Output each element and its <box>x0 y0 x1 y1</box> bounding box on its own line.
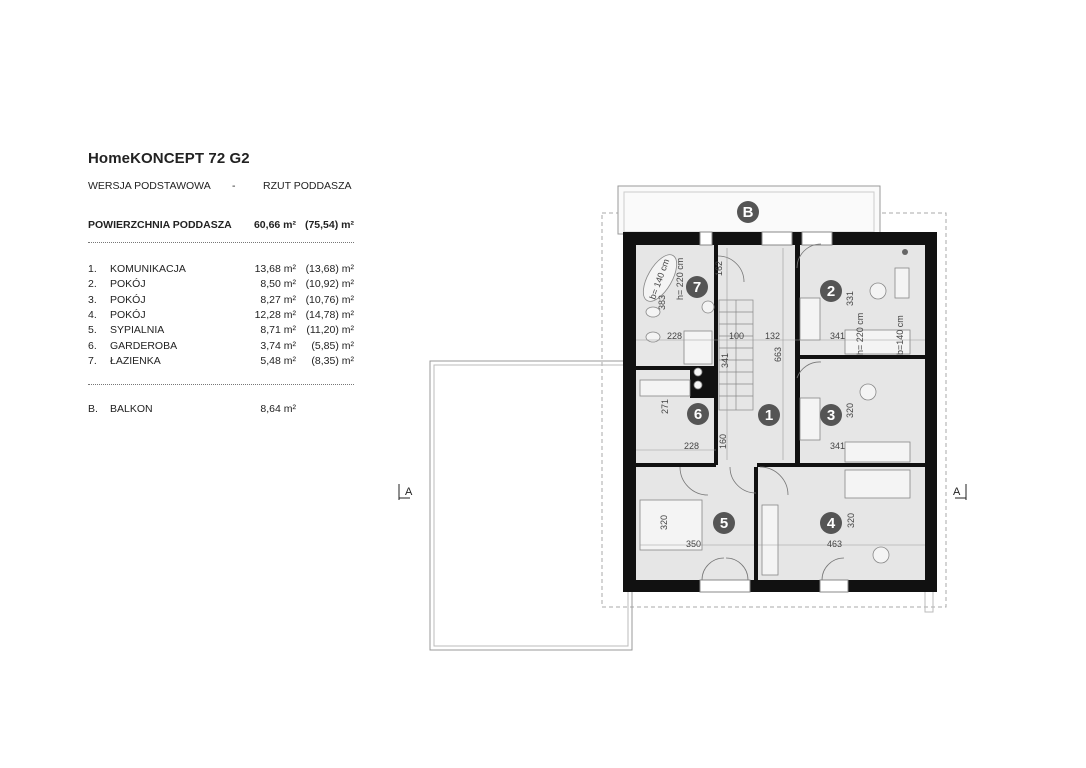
room-num: 2. <box>88 278 97 291</box>
version-label: WERSJA PODSTAWOWA <box>88 180 211 192</box>
dim-label: 383 <box>657 295 667 310</box>
room-area: 3,74 m² <box>260 339 296 352</box>
room-name: KOMUNIKACJA <box>110 263 186 275</box>
svg-text:7: 7 <box>693 279 701 296</box>
ground-outline-inner <box>433 364 629 647</box>
section-marker-left: A <box>398 484 413 500</box>
room-row: 5. SYPIALNIA 8,71 m² (11,20) m² <box>88 324 354 339</box>
room-name: POKÓJ <box>110 293 146 306</box>
room-marker-6: 6 <box>687 403 709 425</box>
doors <box>679 243 845 581</box>
dim-label: 350 <box>686 539 701 549</box>
room-area: 13,68 m² <box>254 263 296 275</box>
total-area-row: POWIERZCHNIA PODDASZA 60,66 m² (75,54) m… <box>88 219 354 234</box>
dimension-lines <box>636 248 925 546</box>
header-separator: - <box>232 180 236 192</box>
room-marker-7: 7 <box>686 276 708 298</box>
room-area-total: (11,20) m² <box>306 324 354 337</box>
room-area-total: (10,92) m² <box>305 278 354 291</box>
svg-text:A: A <box>953 486 961 498</box>
svg-text:1: 1 <box>765 407 773 424</box>
balcony-name: BALKON <box>110 403 153 415</box>
total-label: POWIERZCHNIA PODDASZA <box>88 219 232 231</box>
room-name: ŁAZIENKA <box>110 354 161 367</box>
dim-label: 341 <box>830 441 845 451</box>
dim-label: b=140 cm <box>895 315 905 355</box>
room-num: 6. <box>88 339 97 352</box>
section-marker-right: A <box>953 484 967 500</box>
dim-label: 341 <box>830 331 845 341</box>
svg-text:2: 2 <box>827 283 835 300</box>
room-markers: 1 2 3 4 5 6 7 B <box>686 201 842 534</box>
dim-label: 320 <box>846 513 856 528</box>
room-num: 5. <box>88 324 97 337</box>
room-row: 6. GARDEROBA 3,74 m² (5,85) m² <box>88 340 354 355</box>
dim-label: h= 220 cm <box>855 313 865 355</box>
room-area-total: (5,85) m² <box>311 339 354 352</box>
furniture <box>639 254 911 576</box>
divider <box>88 384 354 385</box>
divider <box>88 242 354 243</box>
room-area-total: (8,35) m² <box>311 354 354 367</box>
room-row: 1. KOMUNIKACJA 13,68 m² (13,68) m² <box>88 263 354 278</box>
room-num: 7. <box>88 354 97 367</box>
dim-label: 160 <box>718 434 728 449</box>
room-name: SYPIALNIA <box>110 324 165 337</box>
windows <box>699 231 849 593</box>
balcony-num: B. <box>88 403 98 415</box>
dim-label: 132 <box>765 331 780 341</box>
svg-text:3: 3 <box>827 407 835 424</box>
room-area: 12,28 m² <box>254 308 296 321</box>
room-marker-2: 2 <box>820 280 842 302</box>
dim-label: 463 <box>827 539 842 549</box>
room-num: 4. <box>88 308 97 321</box>
room-name: POKÓJ <box>110 308 146 321</box>
room-name: POKÓJ <box>110 278 146 291</box>
total-area: 60,66 m² <box>253 219 296 231</box>
dim-label: 162 <box>714 261 724 276</box>
room-row: 3. POKÓJ 8,27 m² (10,76) m² <box>88 294 354 309</box>
balcony-row: B. BALKON 8,64 m² <box>88 403 354 418</box>
room-row: 2. POKÓJ 8,50 m² (10,92) m² <box>88 278 354 293</box>
room-area-total: (10,76) m² <box>305 293 354 306</box>
dim-label: 663 <box>773 347 783 362</box>
room-marker-5: 5 <box>713 512 735 534</box>
svg-text:B: B <box>743 204 754 221</box>
room-area: 8,50 m² <box>260 278 296 291</box>
svg-text:A: A <box>405 486 413 498</box>
view-label: RZUT PODDASZA <box>263 180 352 192</box>
room-num: 1. <box>88 263 97 275</box>
dim-label: 320 <box>659 515 669 530</box>
room-area: 8,27 m² <box>260 293 296 306</box>
room-row: 7. ŁAZIENKA 5,48 m² (8,35) m² <box>88 355 354 370</box>
room-marker-3: 3 <box>820 404 842 426</box>
dim-label: 100 <box>729 331 744 341</box>
dim-label: 341 <box>720 353 730 368</box>
room-name: GARDEROBA <box>110 339 178 352</box>
stairs <box>718 299 754 411</box>
project-title: HomeKONCEPT 72 G2 <box>88 150 250 167</box>
dim-label: 228 <box>684 441 699 451</box>
room-num: 3. <box>88 293 97 306</box>
dim-label: 320 <box>845 403 855 418</box>
dim-label: h= 220 cm <box>675 258 685 300</box>
room-marker-4: 4 <box>820 512 842 534</box>
room-area-total: (14,78) m² <box>305 308 354 321</box>
room-row: 4. POKÓJ 12,28 m² (14,78) m² <box>88 309 354 324</box>
room-area: 8,71 m² <box>260 324 296 337</box>
svg-text:6: 6 <box>694 406 702 423</box>
room-area: 5,48 m² <box>260 354 296 367</box>
balcony-marker: B <box>737 201 759 223</box>
dim-label: 228 <box>667 331 682 341</box>
room-area-total: (13,68) m² <box>305 263 354 275</box>
total-area-gross: (75,54) m² <box>304 219 354 231</box>
dim-label: 331 <box>845 291 855 306</box>
svg-text:5: 5 <box>720 515 728 532</box>
dim-label: 271 <box>660 399 670 414</box>
svg-text:4: 4 <box>827 515 836 532</box>
room-marker-1: 1 <box>758 404 780 426</box>
balcony-area: 8,64 m² <box>260 403 296 415</box>
